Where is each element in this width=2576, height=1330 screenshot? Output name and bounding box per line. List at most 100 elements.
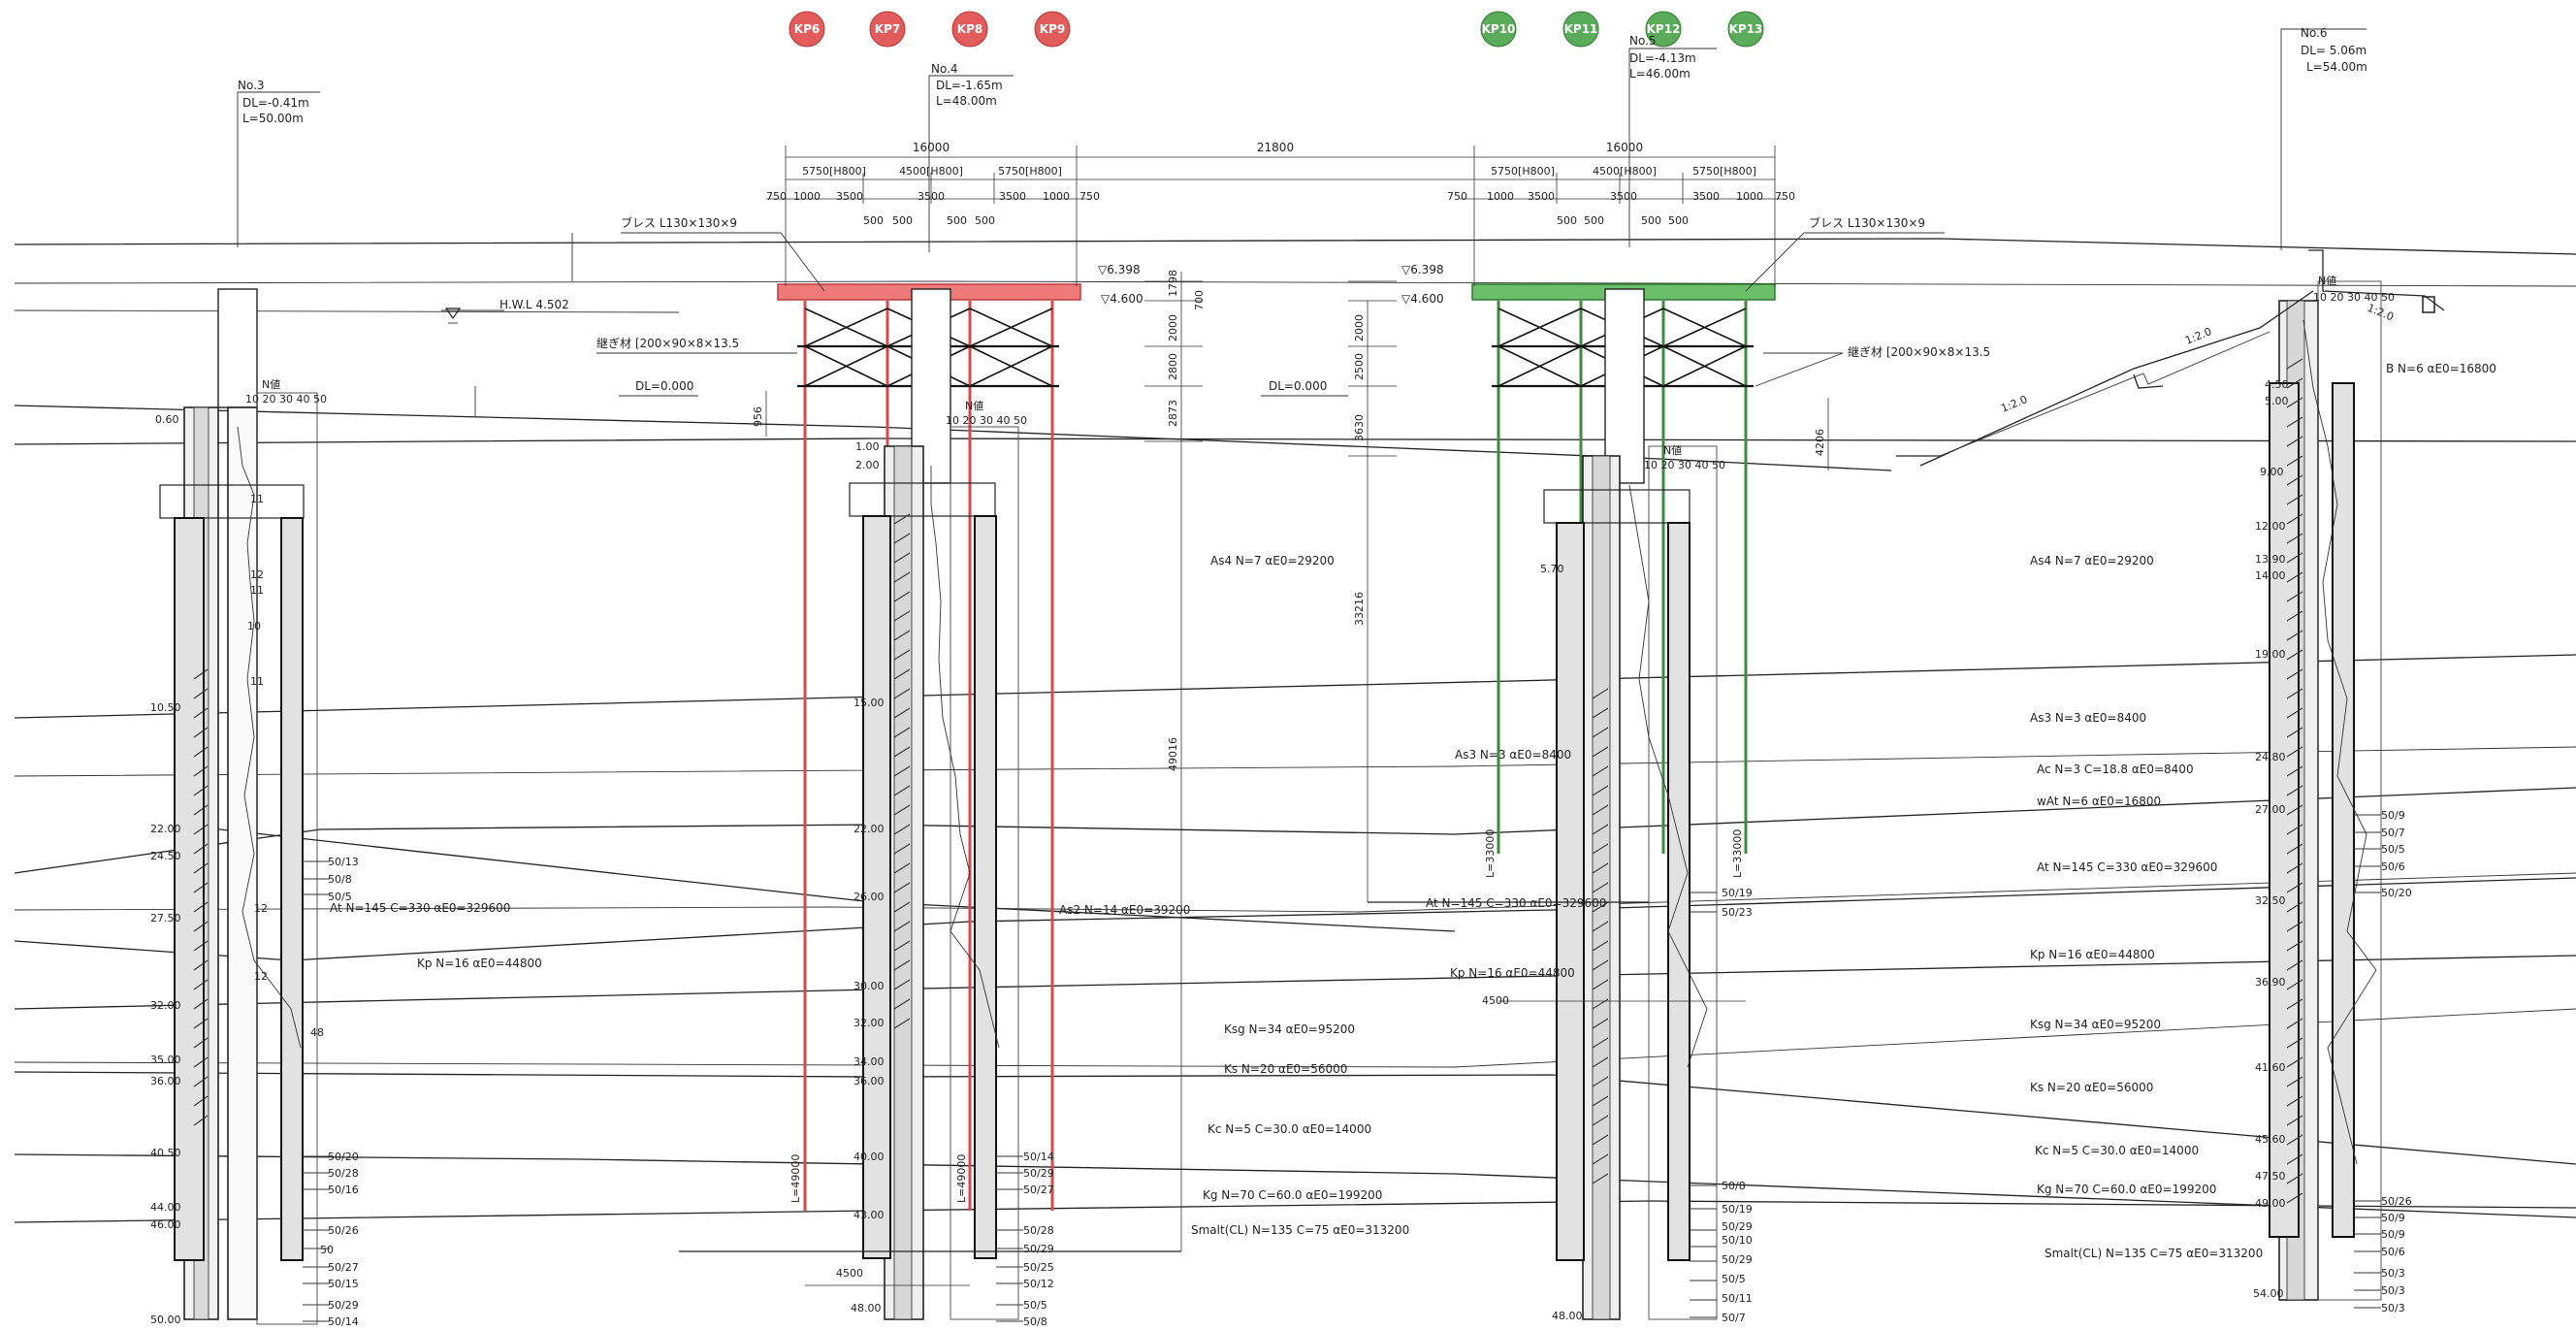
- layer-b-right: B N=6 αE0=16800: [2386, 362, 2496, 375]
- layer-ksg-mid: Ksg N=34 αE0=95200: [1224, 1022, 1355, 1036]
- depth-bh6-11: 41.60: [2255, 1061, 2286, 1074]
- badge-kp12[interactable]: [1645, 11, 1682, 48]
- spt-bh4-3: 50/28: [1023, 1224, 1054, 1237]
- layer-as4-mid: As4 N=7 αE0=29200: [1210, 554, 1335, 568]
- sub-dim-7b: 500: [1668, 214, 1689, 227]
- bh5-nscale: 10 20 30 40 50: [1644, 459, 1725, 471]
- depth-bh6-2: 9.00: [2260, 466, 2284, 478]
- span-between: 21800: [1257, 141, 1294, 154]
- sub-dim-2b: 3500: [1528, 190, 1555, 203]
- depth-bh6-8: 27.00: [2255, 803, 2286, 816]
- joint-label-left: 継ぎ材 [200×90×8×13.5: [596, 336, 739, 350]
- layer-as3-right: As3 N=3 αE0=8400: [2030, 711, 2146, 725]
- badge-kp12-label: KP12: [1647, 22, 1681, 36]
- deck-level-left: ▽4.600: [1101, 292, 1143, 306]
- depth-bh4-6: 32.00: [853, 1017, 885, 1029]
- spt-bh4-4: 50/29: [1023, 1243, 1054, 1255]
- badge-kp13[interactable]: [1727, 11, 1764, 48]
- spt-bh5-8: 50/11: [1722, 1292, 1753, 1305]
- nval-bh3-2: 11: [250, 584, 264, 597]
- badge-kp7[interactable]: [869, 11, 906, 48]
- sub-dim-3a: 500: [863, 214, 884, 227]
- pile-len-red-b: L=49000: [955, 1154, 968, 1203]
- top-level-right: ▽6.398: [1401, 263, 1444, 276]
- layer-line-as3-bottom: [14, 654, 2576, 719]
- layer-as4-right: As4 N=7 αE0=29200: [2030, 554, 2154, 568]
- nval-bh3-0: 11: [250, 493, 264, 505]
- bh4-dl: DL=-1.65m: [936, 79, 1003, 92]
- spt-bh4-7: 50/5: [1023, 1299, 1047, 1312]
- pile-len-green-b: L=33000: [1731, 829, 1744, 878]
- layer-ac-right: Ac N=3 C=18.8 αE0=8400: [2037, 762, 2194, 776]
- badge-kp11[interactable]: [1562, 11, 1599, 48]
- layer-line-0: [14, 438, 2576, 445]
- nval-bh3-5: 12: [254, 902, 268, 915]
- bh3-no: No.3: [238, 79, 265, 92]
- spt-bh6-10: 50/3: [2381, 1284, 2405, 1297]
- vdim-4206: 4206: [1814, 429, 1826, 456]
- spt-bh6-4: 50/20: [2381, 887, 2412, 899]
- dimension-lines: [237, 28, 2367, 1286]
- spt-bh3-11: 50/14: [328, 1315, 359, 1328]
- spt-bh5-7: 50/5: [1722, 1273, 1746, 1285]
- spt-bh3-0: 50/13: [328, 856, 359, 868]
- spt-bh3-5: 50/16: [328, 1184, 359, 1196]
- badge-kp13-label: KP13: [1729, 22, 1763, 36]
- depth-labels: 0.60 10.50 22.00 24.50 27.50 32.00 35.00…: [150, 378, 2289, 1326]
- spt-bh3-3: 50/20: [328, 1151, 359, 1163]
- slope-label-c: 1:2.0: [2366, 302, 2396, 324]
- badge-kp6[interactable]: [789, 11, 825, 48]
- spt-bh4-2: 50/27: [1023, 1184, 1054, 1196]
- depth-bh4-7: 34.00: [853, 1055, 885, 1068]
- ground-line-2: [14, 280, 2576, 287]
- borehole-headers: No.3 DL=-0.41m L=50.00m No.4 DL=-1.65m L…: [238, 26, 2395, 471]
- depth-bh6-3: 12.00: [2255, 520, 2286, 533]
- dl-zero-left: DL=0.000: [635, 379, 693, 393]
- depth-bh4-1: 2.00: [855, 459, 880, 471]
- depth-bh6-9: 32.50: [2255, 894, 2286, 907]
- badge-kp11-label: KP11: [1564, 22, 1598, 36]
- sub-dim-8b: 3500: [1692, 190, 1720, 203]
- spt-bh5-5: 50/10: [1722, 1234, 1753, 1247]
- badge-kp10[interactable]: [1480, 11, 1517, 48]
- nvalue-trace-bh6: [2302, 319, 2377, 1165]
- depth-bh6-13: 47.50: [2255, 1170, 2286, 1183]
- spt-bh6-3: 50/6: [2381, 860, 2405, 873]
- pile-len-red-a: L=49000: [789, 1154, 802, 1203]
- vdim-700-left: 700: [1193, 290, 1206, 310]
- sub-dim-6a: 500: [947, 214, 967, 227]
- deck-level-right: ▽4.600: [1401, 292, 1444, 306]
- spt-bh5-0: 50/19: [1722, 887, 1753, 899]
- sub-dim-0a: 750: [766, 190, 787, 203]
- soil-layer-labels: As4 N=7 αE0=29200 As4 N=7 αE0=29200 As3 …: [330, 362, 2496, 1260]
- layer-kp-left: Kp N=16 αE0=44800: [417, 957, 542, 970]
- spt-bh4-6: 50/12: [1023, 1278, 1054, 1290]
- module-right-b: 5750[H800]: [1692, 165, 1756, 178]
- badge-kp7-label: KP7: [875, 22, 900, 36]
- depth-bh3-3: 24.50: [150, 850, 181, 862]
- depth-bh5-0: 5.70: [1540, 563, 1564, 575]
- depth-bh3-2: 22.00: [150, 823, 181, 835]
- depth-bh3-8: 40.50: [150, 1147, 181, 1159]
- layer-at-right: At N=145 C=330 αE0=329600: [2037, 860, 2217, 874]
- layer-wat-right: wAt N=6 αE0=16800: [2037, 795, 2161, 808]
- bh6-len: L=54.00m: [2306, 60, 2367, 74]
- vdim-1798: 1798: [1167, 270, 1179, 297]
- bh5-no: No.5: [1629, 34, 1657, 48]
- sub-dim-0b: 750: [1447, 190, 1467, 203]
- layer-at-left: At N=145 C=330 αE0=329600: [330, 901, 510, 915]
- spt-bh3-10: 50/29: [328, 1299, 359, 1312]
- depth-bh5-1: 48.00: [1552, 1310, 1583, 1322]
- badge-kp9[interactable]: [1034, 11, 1071, 48]
- nval-bh3-3: 10: [247, 620, 261, 633]
- bh5-len: L=46.00m: [1629, 67, 1690, 81]
- spt-bh5-6: 50/29: [1722, 1253, 1753, 1266]
- badge-kp8[interactable]: [951, 11, 988, 48]
- bh6-nscale: 10 20 30 40 50: [2313, 291, 2395, 304]
- borehole-columns: [159, 280, 2382, 1325]
- nval-bh3-6: 12: [254, 970, 268, 983]
- vdim-2873: 2873: [1167, 400, 1179, 427]
- kp-badges: KP6 KP7 KP8 KP9 KP10 KP11 KP12 KP13: [789, 11, 1764, 48]
- depth-bh4-11: 48.00: [851, 1302, 882, 1314]
